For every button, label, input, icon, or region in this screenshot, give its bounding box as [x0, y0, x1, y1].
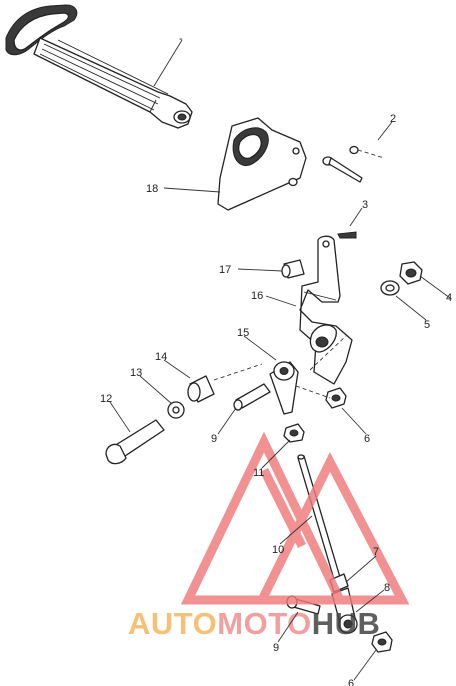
bracket-plate — [217, 117, 307, 211]
clip-3 — [337, 231, 357, 239]
callout-5: 5 — [424, 319, 430, 331]
callout-12: 12 — [100, 393, 112, 405]
callout-3: 3 — [362, 199, 368, 211]
nut-6-upper — [325, 387, 347, 409]
watermark-text-hub: HUB — [312, 606, 381, 641]
callout-7: 7 — [373, 546, 379, 558]
watermark-text-moto: MOTO — [217, 606, 311, 641]
nut-11 — [283, 423, 305, 443]
nut-6-lower — [371, 631, 393, 653]
rod-end-15 — [269, 361, 299, 415]
callout-9b: 9 — [273, 642, 279, 654]
callout-11: 11 — [253, 467, 264, 479]
callout-13: 13 — [130, 367, 142, 379]
nut-4 — [399, 261, 423, 285]
pin-17 — [281, 259, 305, 279]
callout-16: 16 — [251, 290, 263, 302]
callout-9a: 9 — [211, 433, 217, 445]
callouts: - 2 18 3 17 4 16 5 15 14 13 12 9 6 11 10… — [100, 33, 452, 686]
bolt-2 — [322, 145, 385, 183]
watermark-logo: AUTOMOTOHUB — [128, 431, 410, 641]
callout-6a: 6 — [364, 433, 370, 445]
callout-2: 2 — [390, 113, 396, 125]
callout-top: - — [179, 33, 183, 45]
washer-13 — [167, 401, 185, 419]
washer-5 — [380, 280, 400, 296]
pedal-arm — [5, 4, 193, 129]
callout-10: 10 — [272, 544, 284, 556]
pivot-bolt-12 — [105, 419, 165, 465]
bolt-9-upper — [233, 383, 271, 411]
watermark-text: AUTOMOTOHUB — [128, 606, 380, 641]
callout-14: 14 — [155, 351, 167, 363]
callout-6b: 6 — [348, 678, 354, 686]
callout-15: 15 — [237, 327, 249, 339]
bushing-14 — [187, 375, 215, 403]
callout-17: 17 — [219, 264, 231, 276]
watermark-text-auto: AUTO — [128, 606, 217, 641]
assembly-lines — [213, 335, 347, 399]
mounting-bracket — [299, 235, 353, 385]
callout-8: 8 — [384, 582, 390, 594]
watermark-triangles — [180, 431, 410, 605]
callout-4: 4 — [446, 292, 452, 304]
leader-lines — [109, 39, 451, 681]
callout-18: 18 — [146, 183, 158, 195]
